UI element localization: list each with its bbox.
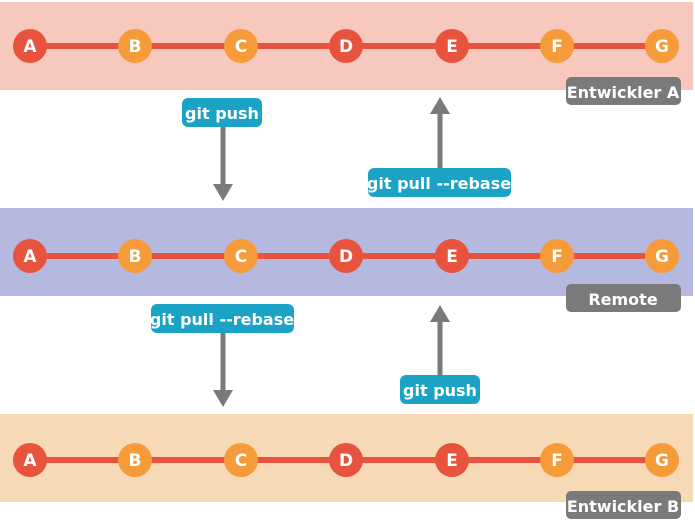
commit-f: F xyxy=(540,29,574,63)
commit-circle xyxy=(435,239,469,273)
commit-label: D xyxy=(339,247,353,267)
lane-tag-label: Remote xyxy=(588,290,657,309)
commit-label: F xyxy=(551,247,563,267)
commit-circle xyxy=(224,29,258,63)
commit-label: C xyxy=(235,37,247,57)
commit-circle xyxy=(540,239,574,273)
commit-circle xyxy=(645,443,679,477)
commit-d: D xyxy=(329,29,363,63)
commit-label: C xyxy=(235,247,247,267)
cmd-label: git pull --rebase xyxy=(367,174,511,193)
commit-label: F xyxy=(551,37,563,57)
commit-nodes: A B C D E F G xyxy=(13,443,679,477)
cmd-label: git push xyxy=(185,104,259,123)
commit-circle xyxy=(224,443,258,477)
commit-circle xyxy=(329,29,363,63)
commit-b: B xyxy=(118,239,152,273)
commit-circle xyxy=(329,239,363,273)
commit-label: G xyxy=(655,247,669,267)
commit-label: D xyxy=(339,37,353,57)
commit-f: F xyxy=(540,239,574,273)
commit-label: B xyxy=(129,247,142,267)
cmd-git-pull-rebase-b: git pull --rebase xyxy=(150,304,294,333)
commit-circle xyxy=(645,239,679,273)
commit-circle xyxy=(13,29,47,63)
commit-a: A xyxy=(13,29,47,63)
commit-d: D xyxy=(329,443,363,477)
lane-tag-label: Entwickler A xyxy=(567,83,680,102)
commit-nodes: A B C D E F G xyxy=(13,29,679,63)
commit-label: B xyxy=(129,451,142,471)
commit-circle xyxy=(118,443,152,477)
arrow-down-a-to-remote xyxy=(213,126,233,201)
commit-label: A xyxy=(23,37,37,57)
commit-label: F xyxy=(551,451,563,471)
commit-label: G xyxy=(655,451,669,471)
lane-tag: Entwickler A xyxy=(566,77,681,105)
commit-g: G xyxy=(645,443,679,477)
lane-tag: Remote xyxy=(566,284,681,312)
lane-entwickler-a: A B C D E F G Entwickler A xyxy=(0,2,693,105)
commit-d: D xyxy=(329,239,363,273)
lane-remote: A B C D E F G Remote xyxy=(0,208,693,312)
arrow-down-remote-to-b xyxy=(213,332,233,407)
commit-e: E xyxy=(435,239,469,273)
arrow-up-b-to-remote xyxy=(430,305,450,380)
commit-circle xyxy=(118,239,152,273)
commit-a: A xyxy=(13,443,47,477)
lane-tag: Entwickler B xyxy=(566,491,681,519)
cmd-label: git pull --rebase xyxy=(150,310,294,329)
commit-circle xyxy=(645,29,679,63)
commit-e: E xyxy=(435,29,469,63)
commit-g: G xyxy=(645,29,679,63)
commit-circle xyxy=(13,239,47,273)
commit-label: G xyxy=(655,37,669,57)
commit-label: E xyxy=(446,37,458,57)
commit-label: A xyxy=(23,247,37,267)
commit-label: D xyxy=(339,451,353,471)
cmd-git-push-b: git push xyxy=(400,375,480,404)
commit-circle xyxy=(540,29,574,63)
commit-label: C xyxy=(235,451,247,471)
commit-c: C xyxy=(224,29,258,63)
commit-g: G xyxy=(645,239,679,273)
commit-circle xyxy=(329,443,363,477)
cmd-git-push-a: git push xyxy=(182,98,262,127)
commit-circle xyxy=(224,239,258,273)
arrow-up-remote-to-a xyxy=(430,97,450,172)
cmd-git-pull-rebase-a: git pull --rebase xyxy=(367,168,511,197)
commit-label: E xyxy=(446,451,458,471)
commit-e: E xyxy=(435,443,469,477)
commit-label: A xyxy=(23,451,37,471)
commit-circle xyxy=(118,29,152,63)
commit-nodes: A B C D E F G xyxy=(13,239,679,273)
commit-circle xyxy=(435,29,469,63)
commit-a: A xyxy=(13,239,47,273)
commit-b: B xyxy=(118,29,152,63)
commit-circle xyxy=(435,443,469,477)
cmd-label: git push xyxy=(403,381,477,400)
commit-circle xyxy=(540,443,574,477)
lane-entwickler-b: A B C D E F G Entwickler B xyxy=(0,414,693,519)
commit-c: C xyxy=(224,443,258,477)
commit-label: E xyxy=(446,247,458,267)
commit-label: B xyxy=(129,37,142,57)
commit-f: F xyxy=(540,443,574,477)
commit-b: B xyxy=(118,443,152,477)
commit-circle xyxy=(13,443,47,477)
commit-c: C xyxy=(224,239,258,273)
lane-tag-label: Entwickler B xyxy=(567,497,679,516)
